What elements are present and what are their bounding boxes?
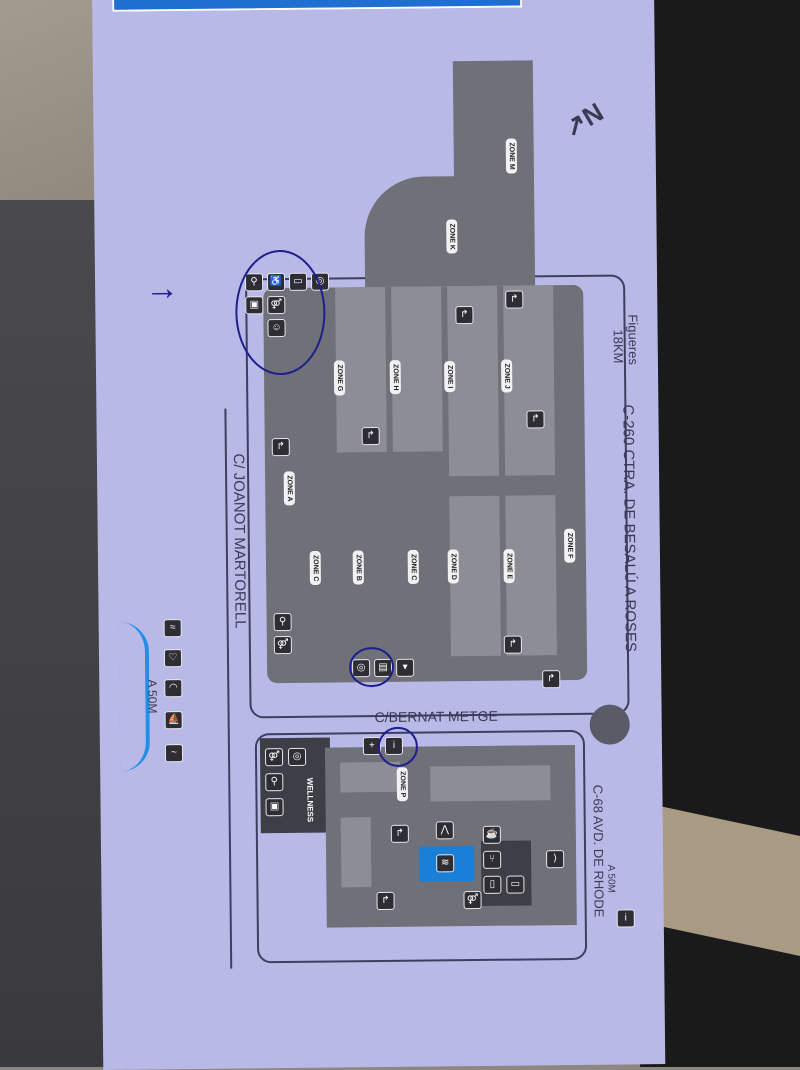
north-strip <box>452 60 536 287</box>
lot-p1 <box>340 761 401 793</box>
zone-label-h: ZONE H <box>389 360 401 395</box>
tap-icon: ↱ <box>455 306 474 325</box>
wellness-label: WELLNESS <box>305 777 315 823</box>
bar-icon: ☕ <box>482 825 501 844</box>
info-distance: A 50M <box>605 864 617 894</box>
zone-label-m: ZONE M <box>505 138 518 174</box>
pool-icon: ≋ <box>436 854 455 873</box>
road-c260: C-260 CTRA. DE BESALÚ A ROSES <box>619 404 639 653</box>
tap-icon: ↱ <box>271 437 290 457</box>
tap-icon: ↱ <box>390 824 409 843</box>
road-c68: C-68 AVD. DE RHODE <box>590 784 607 918</box>
shell-icon: ♡ <box>163 649 183 668</box>
pen-arrow: → <box>144 269 180 308</box>
zone-label-c-west: ZONE C <box>309 550 321 586</box>
zone-label-c: ZONE C <box>407 549 419 585</box>
tap-icon: ↱ <box>526 410 545 429</box>
zone-label-a: ZONE A <box>283 471 296 506</box>
toilets-icon: ⚤ <box>463 890 482 910</box>
tv-icon: ▭ <box>506 875 525 894</box>
lot-p2 <box>430 765 551 802</box>
north-arrow: ↗N <box>558 96 609 144</box>
zone-label-e: ZONE E <box>503 549 515 584</box>
tap-icon: ↱ <box>505 290 524 309</box>
swimmer-icon: ~ <box>164 744 184 763</box>
playground-icon: ⋀ <box>435 821 454 840</box>
gate-icon: ⟩ <box>546 850 565 869</box>
washing-machine-icon: ▣ <box>265 798 284 817</box>
tap-icon: ↱ <box>503 635 522 654</box>
road-joanot-martorell: C/ JOANOT MARTORELL <box>229 453 249 629</box>
tap-icon: ↱ <box>361 427 380 446</box>
info-icon: i <box>616 909 635 928</box>
sailboat-icon: ⛵ <box>164 711 183 730</box>
zone-label-k: ZONE K <box>446 219 458 255</box>
tap-icon: ↱ <box>376 891 395 911</box>
campsite-map: ZONE G ZONE H ZONE I ZONE J ZONE K ZONE … <box>92 0 666 1070</box>
spa-icon: ◎ <box>287 747 307 766</box>
zone-label-p: ZONE P <box>396 767 409 802</box>
zone-label-i: ZONE I <box>444 361 456 393</box>
wc-icon: ⚲ <box>273 612 292 632</box>
zone-label-f: ZONE F <box>564 528 576 563</box>
distance-18km: 18KM <box>610 329 626 364</box>
zone-label-b: ZONE B <box>352 550 364 586</box>
wc-icon: ⚲ <box>265 773 284 792</box>
restaurant-icon: ⑂ <box>483 850 502 869</box>
zone-label-j: ZONE J <box>501 359 513 393</box>
map-header-bar <box>111 0 523 12</box>
toilets-icon: ⚤ <box>264 748 284 767</box>
beach-distance: A 50M <box>145 679 160 714</box>
shop-icon: ▯ <box>483 875 502 894</box>
bin-icon: ▾ <box>396 658 415 677</box>
roundabout <box>589 704 630 745</box>
pen-circle-info <box>377 726 419 768</box>
road-bernat-metge: C/BERNAT METGE <box>374 707 498 726</box>
tap-icon: ↱ <box>542 670 561 689</box>
north-label: N <box>577 96 609 133</box>
snorkel-icon: ◠ <box>164 679 183 698</box>
zone-label-g: ZONE G <box>333 360 346 396</box>
lot-p3 <box>340 817 372 888</box>
pen-circle-facilities <box>234 249 327 376</box>
surf-icon: ≈ <box>163 619 182 638</box>
direction-figueres: Figueres <box>625 314 641 366</box>
toilets-icon: ⚤ <box>273 635 292 655</box>
zone-label-d: ZONE D <box>447 549 459 585</box>
